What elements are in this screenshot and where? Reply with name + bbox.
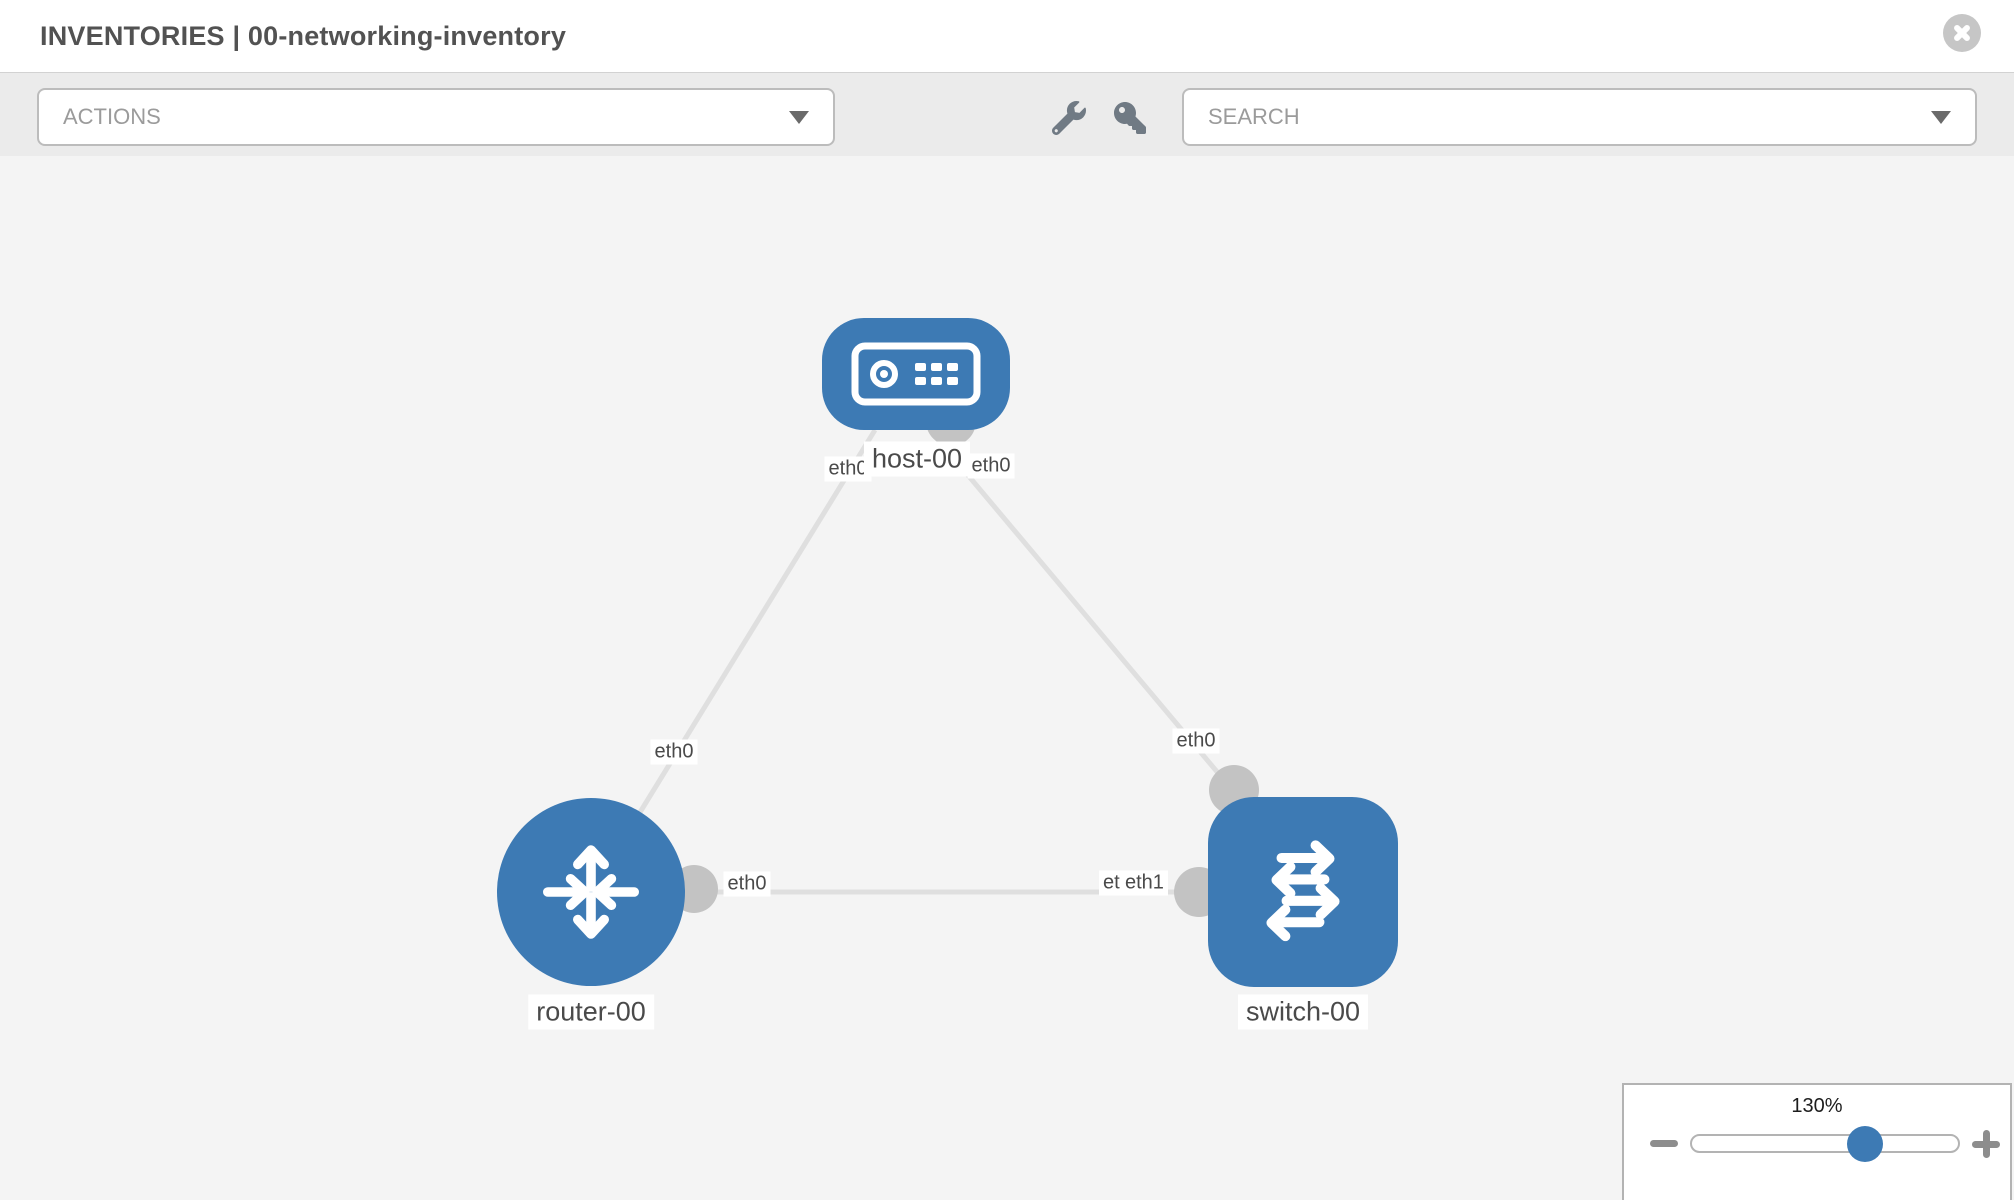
zoom-in-button[interactable] (1972, 1130, 2000, 1158)
node-host-00[interactable] (822, 318, 1010, 430)
iface-label-switch-to-router-front: eth1 (1121, 870, 1168, 896)
key-icon[interactable] (1114, 102, 1146, 139)
router-icon (543, 845, 639, 939)
zoom-level-label: 130% (1791, 1095, 1843, 1117)
chevron-down-icon (1931, 110, 1951, 124)
page-title: INVENTORIES | 00-networking-inventory (40, 21, 567, 51)
chevron-down-icon (789, 110, 809, 124)
search-dropdown-label: SEARCH (1208, 104, 1300, 129)
node-label-router: router-00 (528, 994, 654, 1030)
search-dropdown[interactable]: SEARCH (1182, 88, 1977, 146)
iface-label-switch-to-host: eth0 (1172, 728, 1220, 754)
topology-links (588, 428, 1303, 895)
switch-icon (1266, 840, 1340, 942)
node-label-switch: switch-00 (1237, 994, 1369, 1030)
wrench-icon[interactable] (1051, 101, 1086, 140)
toolbar: ACTIONS SEARCH (0, 72, 2014, 157)
actions-dropdown[interactable]: ACTIONS (37, 88, 835, 146)
iface-label-router-to-switch: eth0 (723, 871, 771, 897)
zoom-slider-thumb[interactable] (1847, 1126, 1883, 1162)
header-bar: INVENTORIES | 00-networking-inventory (0, 0, 2014, 72)
actions-dropdown-label: ACTIONS (63, 104, 161, 129)
zoom-slider-track[interactable] (1690, 1134, 1960, 1153)
iface-label-host-to-router: eth0 (824, 456, 872, 482)
close-icon[interactable] (1943, 14, 1981, 52)
node-switch-00[interactable] (1208, 797, 1398, 987)
zoom-out-button[interactable] (1650, 1140, 1678, 1147)
node-label-host: host-00 (863, 441, 971, 477)
iface-label-router-to-host: eth0 (650, 739, 698, 765)
iface-label-host-to-switch: eth0 (967, 453, 1015, 479)
zoom-panel: 130% (1622, 1083, 2012, 1200)
topology-canvas[interactable]: eth0 eth1 eth0 eth0 eth0 eth0 eth0 host-… (0, 156, 2014, 1200)
node-router-00[interactable] (497, 798, 685, 986)
host-icon (851, 342, 981, 406)
